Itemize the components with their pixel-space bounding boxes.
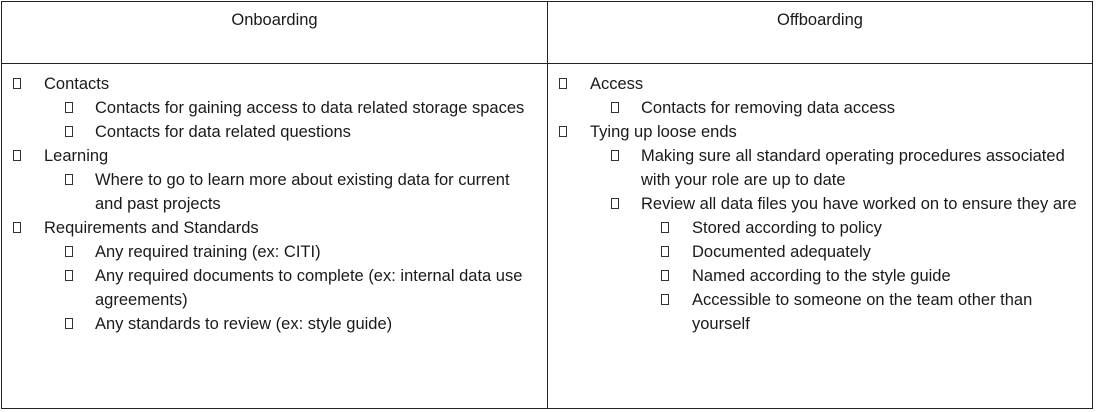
checkbox-icon[interactable] — [65, 174, 73, 185]
offboarding-header: Offboarding — [777, 11, 863, 29]
offboarding-checklist: Access Contacts for removing data access… — [548, 72, 1092, 336]
checklist-item: Stored according to policy — [548, 216, 1092, 240]
checklist-item-text: Contacts for gaining access to data rela… — [95, 99, 525, 117]
checkbox-icon[interactable] — [65, 318, 73, 329]
checklist-item-text: Accessible to someone on the team other … — [692, 291, 1033, 333]
checkbox-icon[interactable] — [65, 102, 73, 113]
checklist-item-text: Making sure all standard operating proce… — [641, 147, 1065, 189]
checkbox-icon[interactable] — [13, 78, 21, 89]
checkbox-icon[interactable] — [559, 78, 567, 89]
checkbox-icon[interactable] — [661, 294, 669, 305]
checkbox-icon[interactable] — [65, 270, 73, 281]
checklist-item: Access — [548, 72, 1092, 96]
checklist-item: Review all data files you have worked on… — [548, 192, 1092, 216]
checklist-item-text: Requirements and Standards — [44, 219, 259, 237]
checklist-item-text: Any standards to review (ex: style guide… — [95, 315, 393, 333]
checklist-item-text: Any required documents to complete (ex: … — [95, 267, 523, 309]
checklist-item: Any required documents to complete (ex: … — [2, 264, 547, 312]
checklist-item-text: Tying up loose ends — [590, 123, 737, 141]
checklist-item-text: Contacts for data related questions — [95, 123, 351, 141]
checklist-item: Where to go to learn more about existing… — [2, 168, 547, 216]
checkbox-icon[interactable] — [661, 222, 669, 233]
offboarding-list-cell: Access Contacts for removing data access… — [548, 64, 1092, 408]
checklist-item-text: Contacts — [44, 75, 110, 93]
onboarding-list-cell: Contacts Contacts for gaining access to … — [2, 64, 548, 408]
checklist-item-text: Where to go to learn more about existing… — [95, 171, 510, 213]
checklist-item: Contacts for gaining access to data rela… — [2, 96, 547, 120]
checkbox-icon[interactable] — [559, 126, 567, 137]
checkbox-icon[interactable] — [611, 150, 619, 161]
checklist-item: Any standards to review (ex: style guide… — [2, 312, 547, 336]
checkbox-icon[interactable] — [611, 198, 619, 209]
checklist-item: Learning — [2, 144, 547, 168]
checkbox-icon[interactable] — [661, 270, 669, 281]
checklist-item: Named according to the style guide — [548, 264, 1092, 288]
checklist-item: Documented adequately — [548, 240, 1092, 264]
onboarding-header: Onboarding — [231, 11, 318, 29]
checklist-item-text: Any required training (ex: CITI) — [95, 243, 321, 261]
checkbox-icon[interactable] — [661, 246, 669, 257]
checklist-item: Contacts — [2, 72, 547, 96]
checklist-item-text: Documented adequately — [692, 243, 871, 261]
checklist-item: Accessible to someone on the team other … — [548, 288, 1092, 336]
checklist-item-text: Review all data files you have worked on… — [641, 195, 1077, 213]
checklist-item: Contacts for removing data access — [548, 96, 1092, 120]
onboarding-header-cell: Onboarding — [2, 2, 548, 64]
checklist-item-text: Stored according to policy — [692, 219, 882, 237]
checkbox-icon[interactable] — [65, 126, 73, 137]
checklist-item: Requirements and Standards — [2, 216, 547, 240]
checklist-item-text: Named according to the style guide — [692, 267, 951, 285]
checklist-item: Any required training (ex: CITI) — [2, 240, 547, 264]
checklist-item-text: Access — [590, 75, 644, 93]
checkbox-icon[interactable] — [13, 150, 21, 161]
checklist-item: Tying up loose ends — [548, 120, 1092, 144]
checkbox-icon[interactable] — [13, 222, 21, 233]
checklist-item: Contacts for data related questions — [2, 120, 547, 144]
onboarding-checklist: Contacts Contacts for gaining access to … — [2, 72, 547, 336]
checkbox-icon[interactable] — [611, 102, 619, 113]
checklist-item-text: Contacts for removing data access — [641, 99, 896, 117]
offboarding-header-cell: Offboarding — [548, 2, 1092, 64]
checklist-item: Making sure all standard operating proce… — [548, 144, 1092, 192]
checkbox-icon[interactable] — [65, 246, 73, 257]
checklist-item-text: Learning — [44, 147, 109, 165]
